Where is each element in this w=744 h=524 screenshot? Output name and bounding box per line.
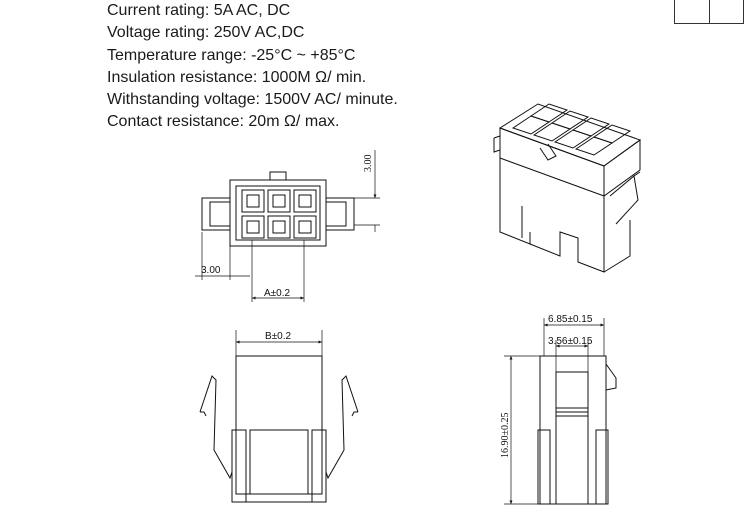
side-body bbox=[235, 355, 323, 495]
cavity bbox=[241, 215, 265, 239]
front-left-ear bbox=[201, 197, 231, 231]
side-left-latch bbox=[199, 375, 233, 480]
front-housing-inner bbox=[235, 185, 321, 241]
spec-voltage-rating: Voltage rating: 250V AC,DC bbox=[107, 24, 305, 42]
front-right-ear bbox=[325, 197, 355, 231]
iso-top-face bbox=[498, 103, 642, 167]
isometric-view bbox=[493, 103, 642, 273]
cavity bbox=[267, 189, 291, 213]
side-bottom-slot bbox=[249, 429, 309, 495]
cavity bbox=[241, 189, 265, 213]
cavity bbox=[293, 189, 317, 213]
spec-temperature-range: Temperature range: -25°C ~ +85°C bbox=[107, 46, 356, 64]
spec-withstanding-voltage: Withstanding voltage: 1500V AC/ minute. bbox=[107, 91, 398, 109]
front-left-dim-label: 3.00 bbox=[201, 265, 221, 276]
iso-latch bbox=[609, 175, 639, 225]
side-view bbox=[199, 330, 359, 503]
front-pitch-dim-label: A±0.2 bbox=[264, 288, 290, 299]
cavity bbox=[267, 215, 291, 239]
end-view bbox=[504, 318, 617, 505]
specifications-list: Current rating: 5A AC, DC Voltage rating… bbox=[107, 0, 398, 134]
end-latch bbox=[605, 363, 617, 391]
title-block-cell bbox=[708, 0, 744, 24]
spec-insulation-resistance: Insulation resistance: 1000M Ω/ min. bbox=[107, 68, 367, 86]
title-block-table bbox=[674, 0, 744, 24]
spec-contact-resistance: Contact resistance: 20m Ω/ max. bbox=[107, 113, 340, 131]
side-right-latch bbox=[325, 375, 359, 480]
end-inner-dim-label: 3.56±0.15 bbox=[548, 336, 593, 347]
cavity bbox=[293, 215, 317, 239]
front-view bbox=[195, 150, 380, 302]
front-latch-tab bbox=[269, 171, 287, 181]
side-width-dim-label: B±0.2 bbox=[265, 331, 291, 342]
spec-current-rating: Current rating: 5A AC, DC bbox=[107, 2, 291, 19]
front-height-dim-label: 3.00 bbox=[363, 155, 374, 173]
front-left-ear-inner bbox=[209, 201, 231, 227]
end-outer-dim-label: 6.85±0.15 bbox=[548, 314, 593, 325]
end-height-dim-label: 16.90±0.25 bbox=[500, 413, 511, 459]
iso-side-face bbox=[603, 139, 641, 197]
front-right-ear-inner bbox=[325, 201, 347, 227]
